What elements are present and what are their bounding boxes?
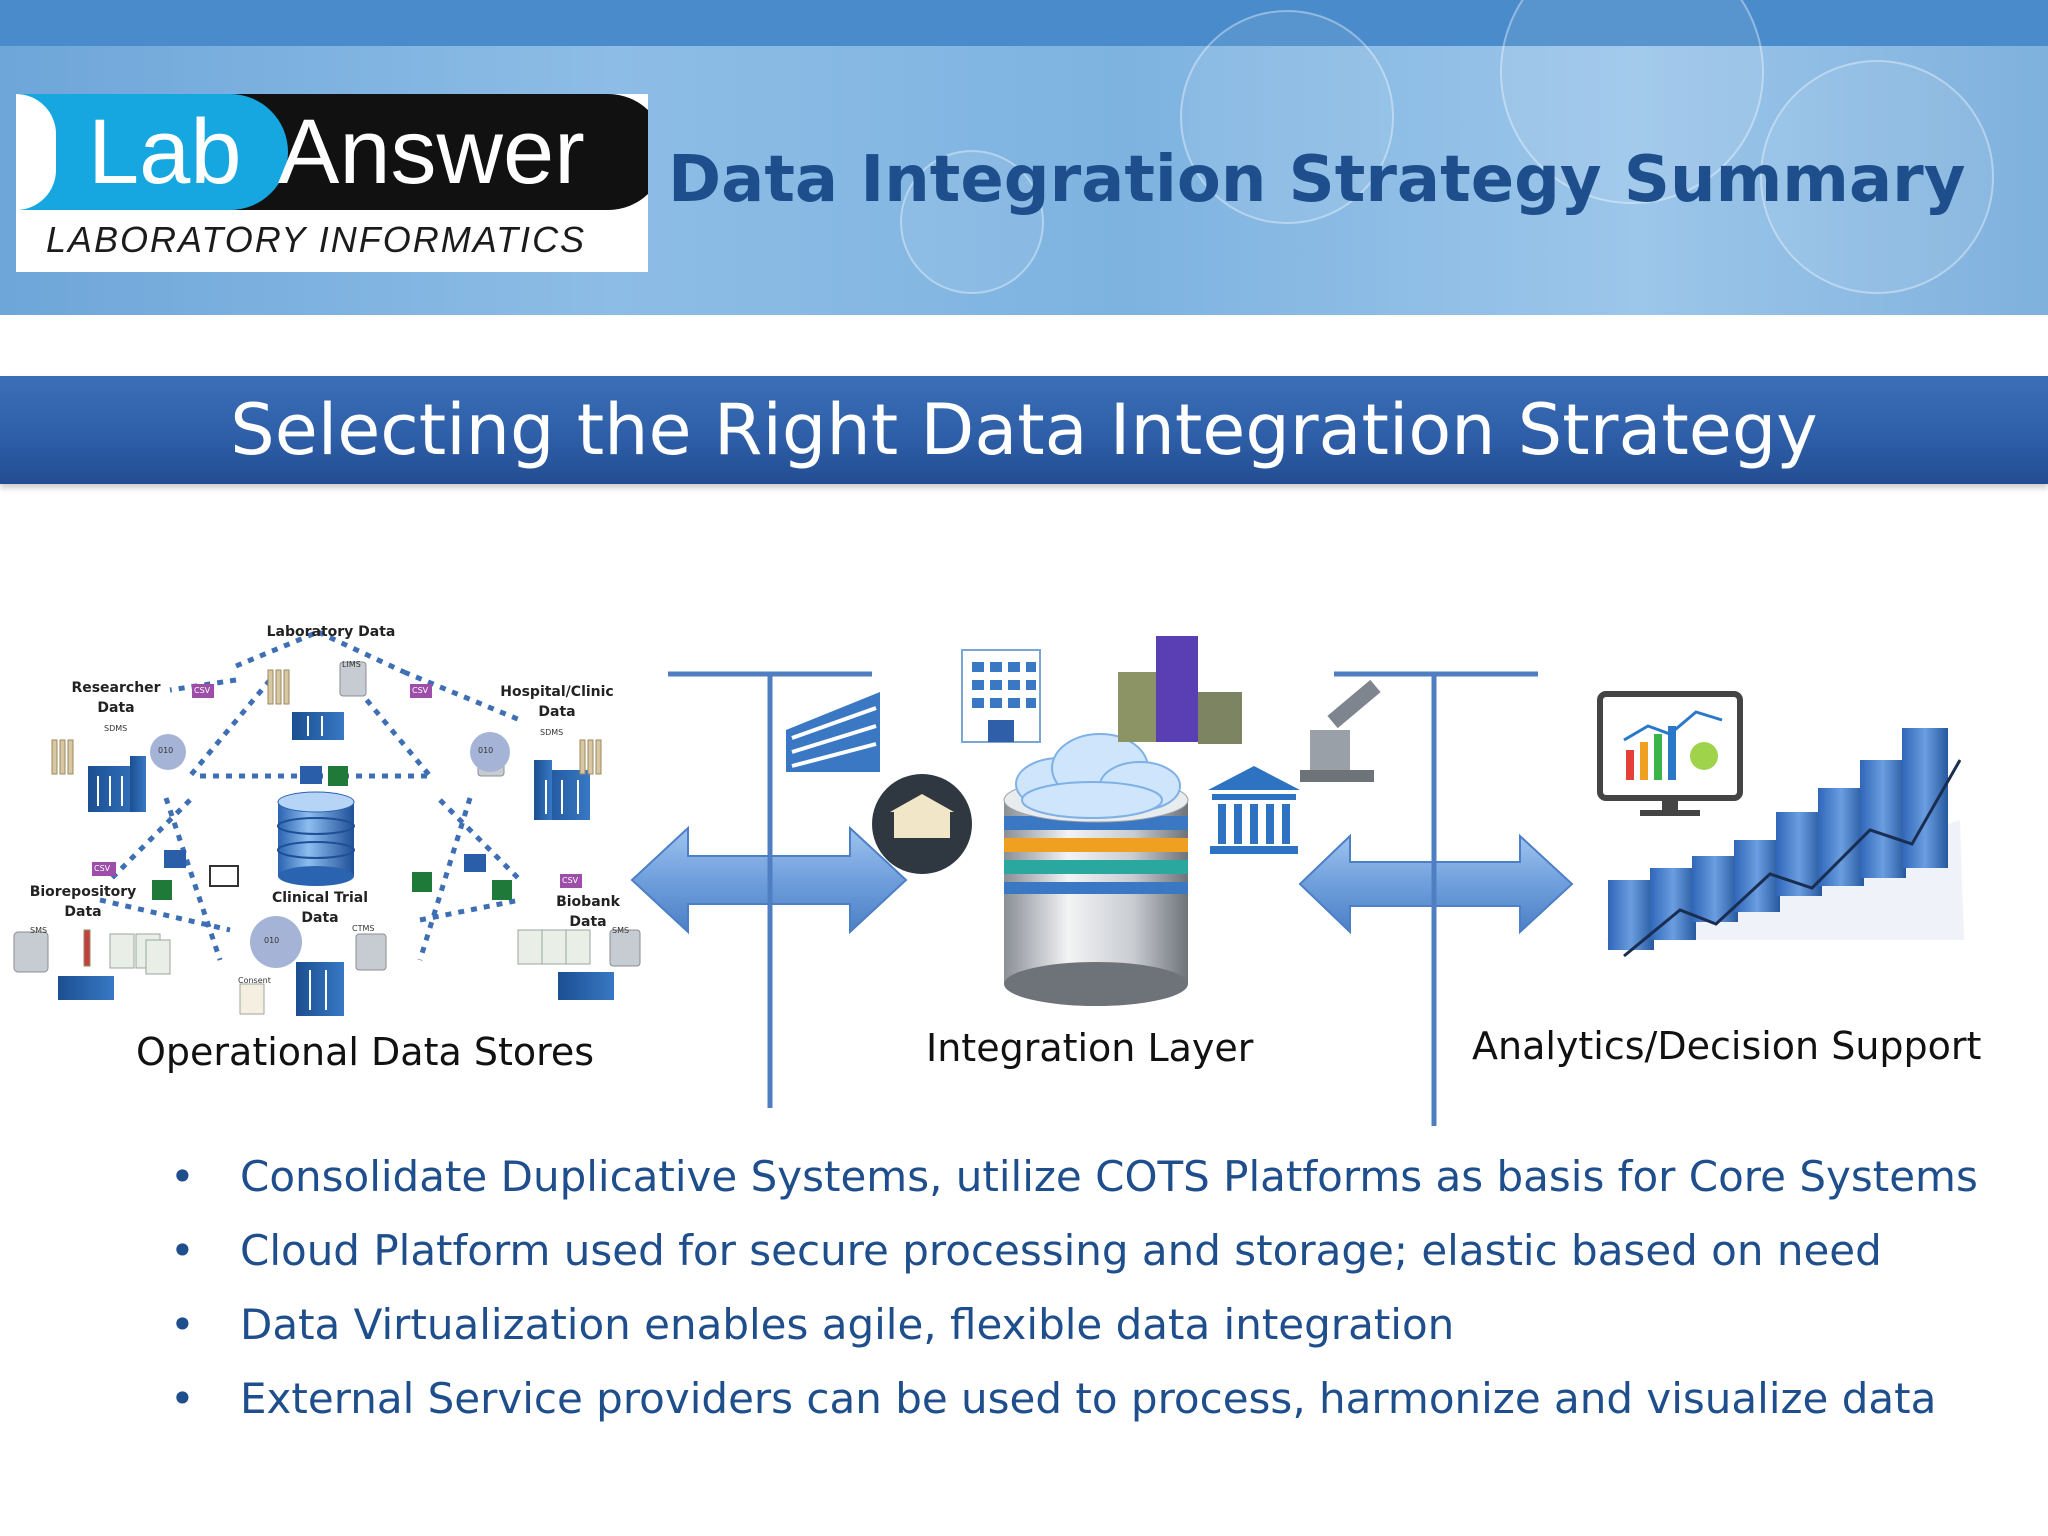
rising-bar-chart-icon bbox=[1604, 728, 1964, 958]
csv-tag: CSV bbox=[412, 686, 429, 695]
bullet-text: Consolidate Duplicative Systems, utilize… bbox=[240, 1152, 1978, 1201]
clinical-trial-label-line2: Data bbox=[301, 910, 339, 926]
binary-tag: 010 bbox=[264, 936, 280, 945]
clinical-trial-label-line1: Clinical Trial bbox=[271, 890, 369, 906]
page-title: Data Integration Strategy Summary bbox=[668, 143, 1966, 217]
sms-tag: SMS bbox=[30, 926, 48, 935]
sdms-tag: SDMS bbox=[540, 728, 564, 737]
bullet-item: • Data Virtualization enables agile, fle… bbox=[170, 1288, 2030, 1362]
integration-database-icon bbox=[1003, 777, 1189, 1006]
lab-answer-logo: Lab Answer LABORATORY INFORMATICS bbox=[16, 94, 648, 272]
museum-icon bbox=[872, 774, 972, 874]
bullet-list: • Consolidate Duplicative Systems, utili… bbox=[170, 1140, 2030, 1436]
consent-tag: Consent bbox=[238, 976, 271, 985]
sdms-tag: SDMS bbox=[104, 724, 128, 733]
hospital-icon bbox=[961, 649, 1041, 743]
csv-tag: CSV bbox=[194, 686, 211, 695]
slide-subtitle: Selecting the Right Data Integration Str… bbox=[230, 389, 1818, 471]
bullet-marker: • bbox=[170, 1300, 195, 1349]
researcher-label-line1: Researcher bbox=[71, 680, 161, 696]
binary-data-icons bbox=[150, 732, 510, 968]
bullet-marker: • bbox=[170, 1226, 195, 1275]
bullet-marker: • bbox=[170, 1152, 195, 1201]
laboratory-building-icon bbox=[292, 712, 344, 740]
biobank-building-icon bbox=[558, 972, 614, 1000]
integration-layer-label: Integration Layer bbox=[926, 1026, 1254, 1070]
data-connection-lines bbox=[99, 629, 522, 961]
logo-answer-text: Answer bbox=[278, 101, 585, 203]
binary-tag: 010 bbox=[158, 746, 174, 755]
document-icons bbox=[109, 929, 591, 1015]
laboratory-data-label: Laboratory Data bbox=[266, 624, 396, 640]
binary-tag: 010 bbox=[478, 746, 494, 755]
csv-tag: CSV bbox=[562, 876, 579, 885]
clinical-building-icon bbox=[296, 962, 344, 1016]
logo-subtitle: LABORATORY INFORMATICS bbox=[46, 219, 587, 260]
logo-lab-text: Lab bbox=[88, 101, 242, 203]
subtitle-band bbox=[0, 376, 2048, 484]
biorepository-building-icon bbox=[58, 976, 114, 1000]
connector-t-bar-right bbox=[1334, 671, 1538, 1126]
bullet-item: • External Service providers can be used… bbox=[170, 1362, 2030, 1436]
lims-tag: LIMS bbox=[342, 660, 361, 669]
logo-blue-pill bbox=[16, 94, 288, 210]
dashboard-monitor-icon bbox=[1597, 691, 1743, 816]
office-building-icon bbox=[786, 692, 880, 772]
microscope-icon bbox=[1300, 679, 1381, 782]
bullet-text: External Service providers can be used t… bbox=[240, 1374, 1937, 1423]
researcher-label-line2: Data bbox=[97, 700, 135, 716]
bullet-text: Data Virtualization enables agile, flexi… bbox=[240, 1300, 1455, 1349]
cloud-icon bbox=[1015, 733, 1181, 819]
sms-tag: SMS bbox=[612, 926, 630, 935]
bullet-text: Cloud Platform used for secure processin… bbox=[240, 1226, 1882, 1275]
analytics-decision-support-label: Analytics/Decision Support bbox=[1472, 1024, 1982, 1068]
test-tube-icons bbox=[51, 669, 602, 967]
biobank-label-line1: Biobank bbox=[556, 894, 620, 910]
connector-t-bar-left bbox=[668, 671, 872, 1108]
operational-data-stores-label: Operational Data Stores bbox=[136, 1030, 595, 1074]
csv-tag: CSV bbox=[94, 864, 111, 873]
researcher-building-icon bbox=[88, 756, 146, 812]
city-buildings-icon bbox=[1118, 636, 1242, 744]
biorepository-label-line2: Data bbox=[64, 904, 102, 920]
government-building-icon bbox=[1208, 766, 1300, 854]
hospital-label-line1: Hospital/Clinic bbox=[500, 684, 614, 700]
file-type-icons bbox=[92, 684, 582, 900]
bullet-marker: • bbox=[170, 1374, 195, 1423]
ctms-tag: CTMS bbox=[352, 924, 375, 933]
central-database-icon bbox=[277, 791, 355, 886]
biorepository-label-line1: Biorepository bbox=[29, 884, 137, 900]
hospital-label-line2: Data bbox=[538, 704, 576, 720]
bullet-item: • Consolidate Duplicative Systems, utili… bbox=[170, 1140, 2030, 1214]
biobank-label-line2: Data bbox=[569, 914, 607, 930]
bullet-item: • Cloud Platform used for secure process… bbox=[170, 1214, 2030, 1288]
